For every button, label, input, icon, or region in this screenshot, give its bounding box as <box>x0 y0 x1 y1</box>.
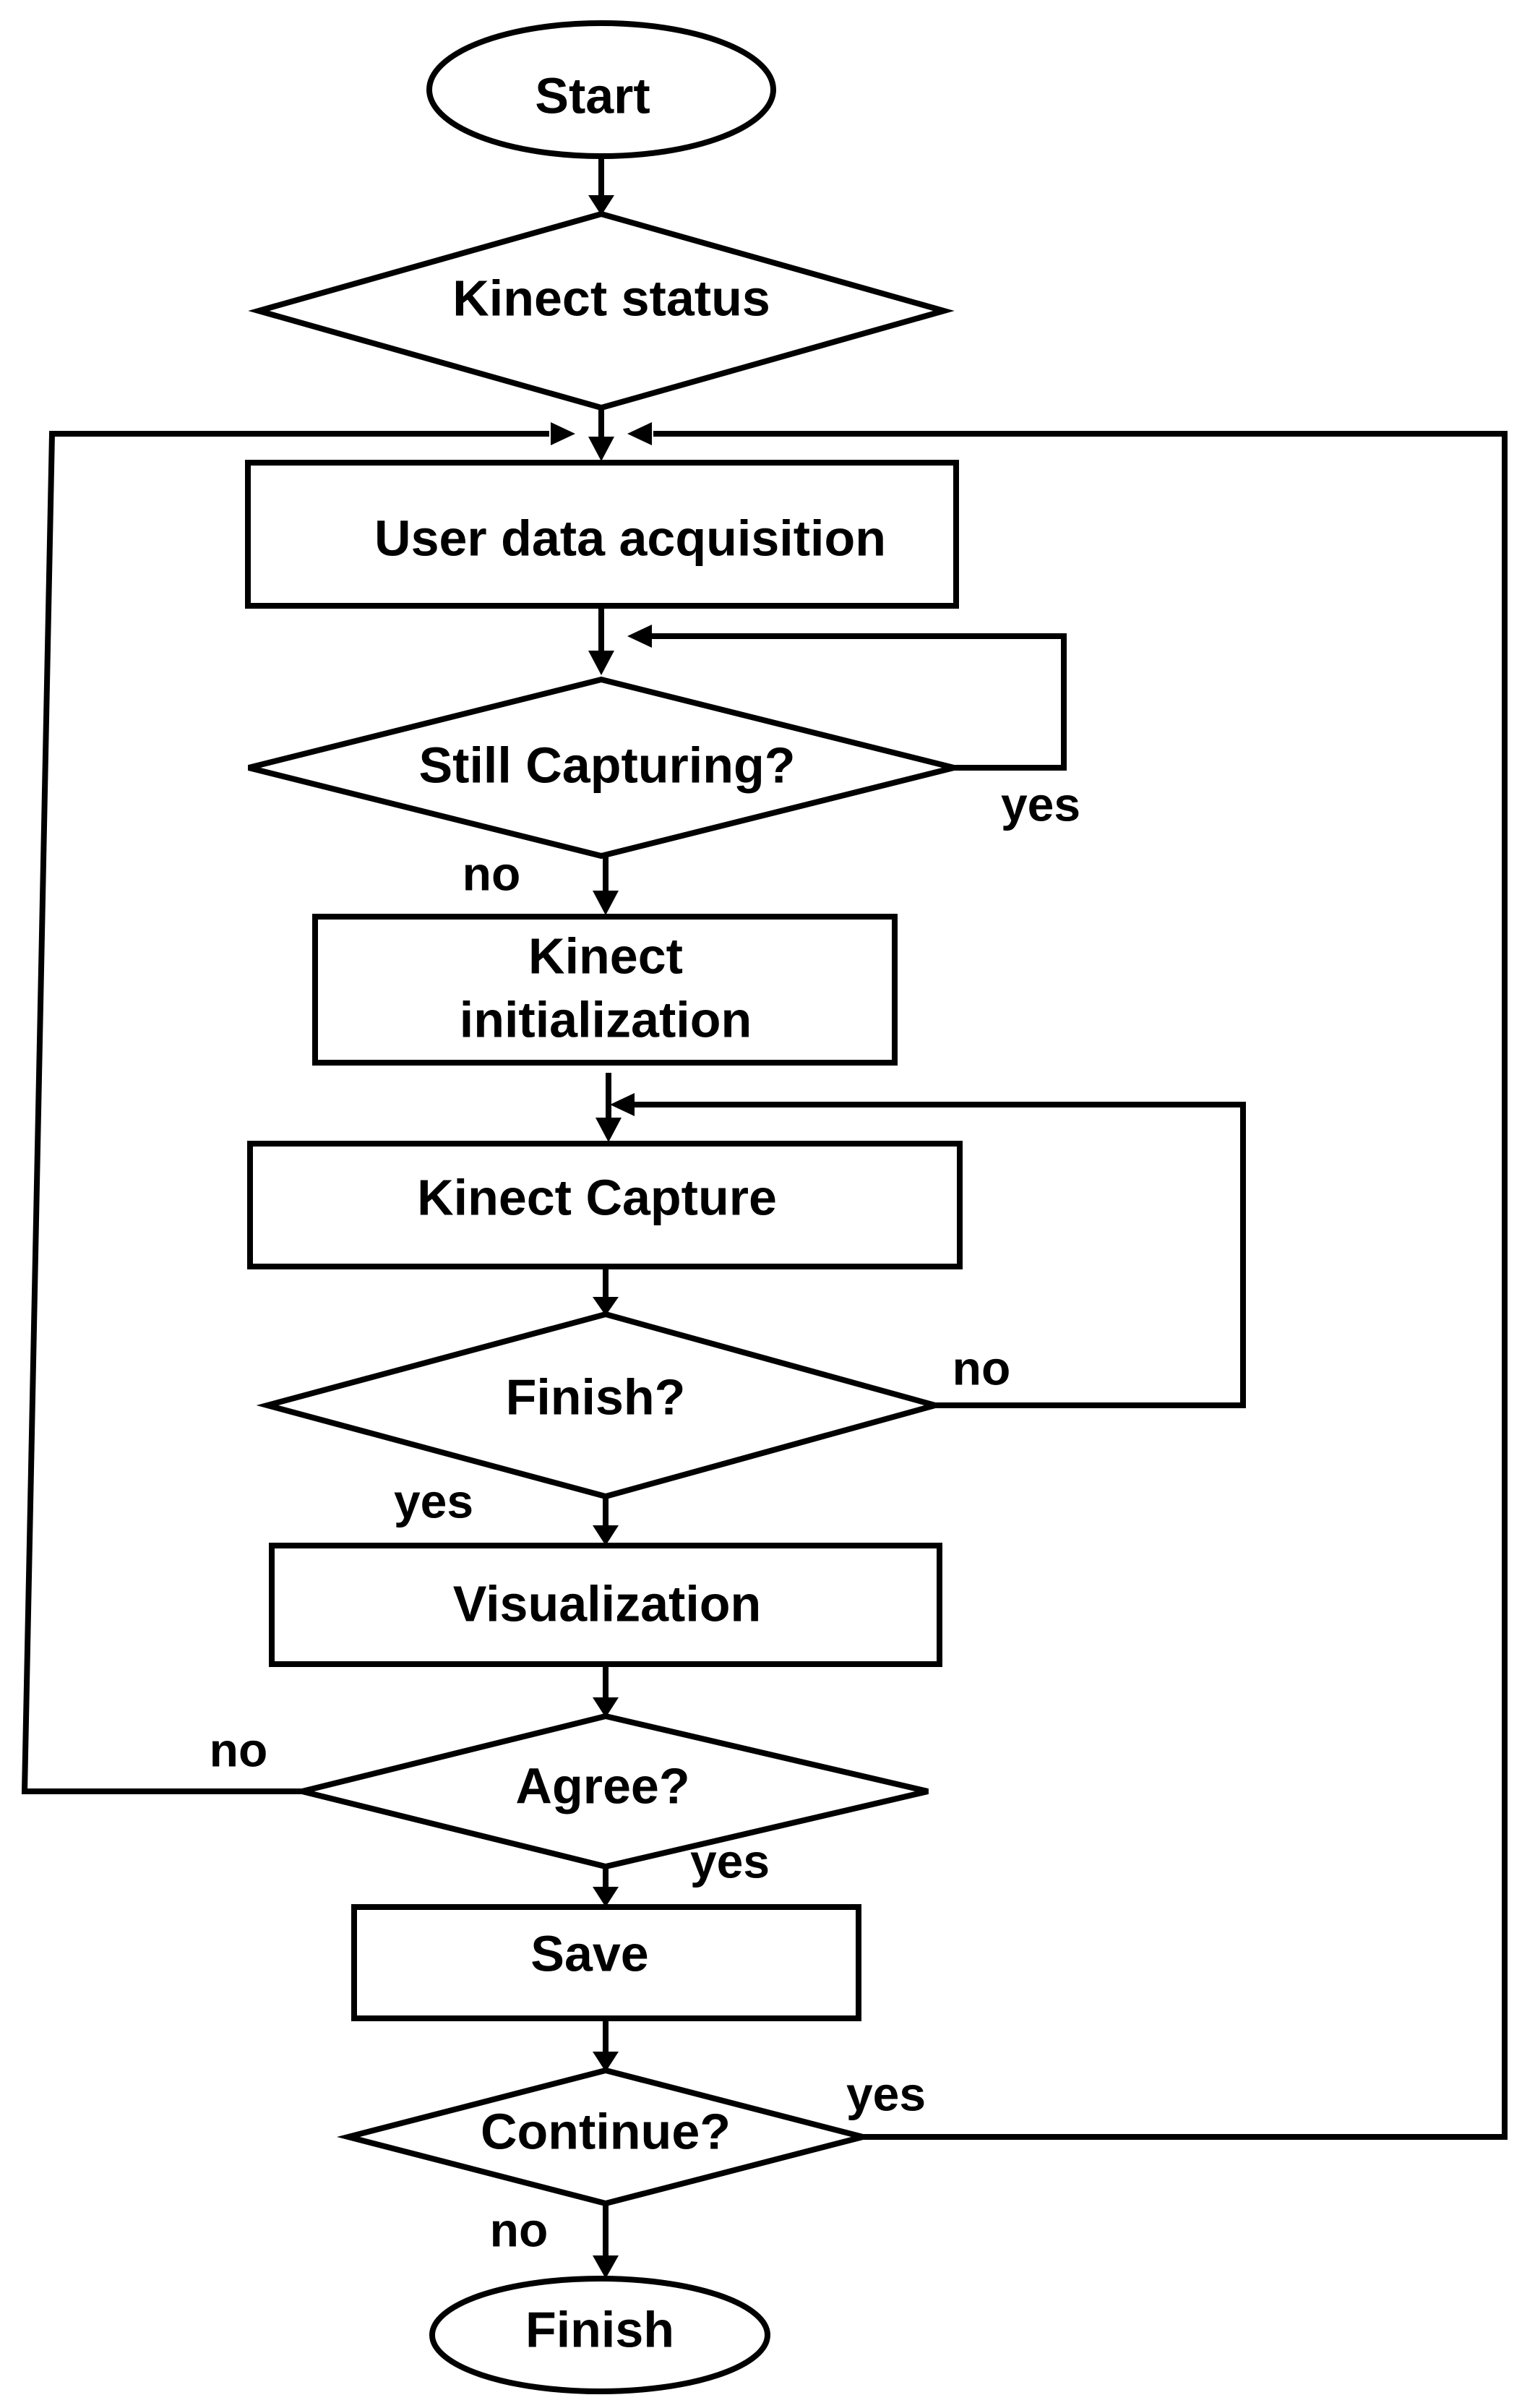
arrowhead-down-status <box>588 195 614 215</box>
kinect-initialization-process <box>312 914 898 1066</box>
finish-question-label: Finish? <box>506 1368 686 1425</box>
still-capturing-yes-label: yes <box>1001 777 1080 831</box>
user-data-acquisition-label: User data acquisition <box>374 510 886 566</box>
arrowhead-down-agree <box>593 1697 619 1718</box>
finish-yes-label: yes <box>394 1474 473 1528</box>
arrowhead-down-acquisition <box>588 437 614 461</box>
continue-no-label: no <box>490 2203 549 2256</box>
save-label: Save <box>530 1925 648 1981</box>
finish-no-label: no <box>953 1341 1011 1394</box>
kinect-capture-process <box>247 1141 963 1269</box>
arrowhead-down-save <box>593 1887 619 1907</box>
save-process <box>351 1904 861 2021</box>
kinect-initialization-label-line1: Kinect <box>528 927 683 984</box>
still-capturing-decision <box>248 676 955 860</box>
start-label: Start <box>535 67 650 124</box>
agree-yes-label: yes <box>690 1834 770 1888</box>
still-capturing-label: Still Capturing? <box>418 737 795 793</box>
arrowhead-down-continue <box>593 2052 619 2072</box>
finish-label: Finish <box>525 2301 674 2357</box>
continue-yes-label: yes <box>846 2067 926 2120</box>
arrowhead-left-continue-loop <box>627 422 652 445</box>
arrowhead-right-agree-loop <box>551 422 575 445</box>
connector-agree-no-loop <box>21 431 549 1794</box>
connector-finish-no-loop <box>633 1102 1246 1408</box>
agree-label: Agree? <box>515 1757 689 1814</box>
arrowhead-left-still-capturing-loop <box>627 625 652 648</box>
connector-continue-yes-loop <box>653 431 1508 2140</box>
arrowhead-down-finish <box>593 1297 619 1316</box>
still-capturing-no-label: no <box>463 847 521 900</box>
visualization-label: Visualization <box>453 1575 762 1632</box>
finish-terminator <box>429 2276 770 2394</box>
kinect-initialization-label-line2: initialization <box>460 991 752 1047</box>
arrowhead-down-still-capturing <box>588 651 614 675</box>
kinect-status-label: Kinect status <box>452 270 770 326</box>
connector-still-capturing-yes-loop <box>650 633 1067 771</box>
arrowhead-down-visualization <box>593 1525 619 1546</box>
kinect-capture-label: Kinect Capture <box>417 1169 777 1225</box>
visualization-process <box>269 1543 942 1667</box>
continue-label: Continue? <box>481 2103 731 2159</box>
arrowhead-down-initialization <box>593 891 619 915</box>
arrowhead-down-capture <box>595 1118 622 1142</box>
arrowhead-down-finish-terminator <box>593 2255 619 2279</box>
agree-no-label: no <box>210 1723 268 1776</box>
arrowhead-left-finish-loop <box>610 1093 635 1116</box>
